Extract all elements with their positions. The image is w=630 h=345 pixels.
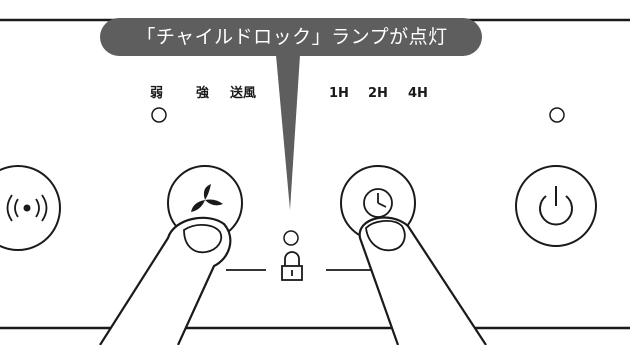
power-indicator-led	[549, 107, 565, 123]
fan-speed-label-blow: 送風	[230, 86, 257, 101]
child-lock-callout: 「チャイルドロック」ランプが点灯	[136, 26, 448, 48]
swing-icon	[6, 194, 48, 222]
fan-speed-label-weak: 弱	[150, 86, 164, 101]
timer-label-4h: 4H	[408, 86, 428, 101]
fan-icon	[191, 184, 223, 212]
lock-icon	[281, 251, 303, 281]
power-icon	[539, 186, 573, 226]
fan-speed-indicator-led	[151, 107, 167, 123]
child-lock-indicator-led	[283, 230, 299, 246]
fan-speed-label-strong: 強	[196, 86, 210, 101]
timer-label-1h: 1H	[329, 86, 349, 101]
left-finger-illustration	[99, 216, 232, 345]
timer-label-2h: 2H	[368, 86, 388, 101]
right-finger-illustration	[358, 216, 487, 345]
callout-bubble	[100, 18, 482, 210]
